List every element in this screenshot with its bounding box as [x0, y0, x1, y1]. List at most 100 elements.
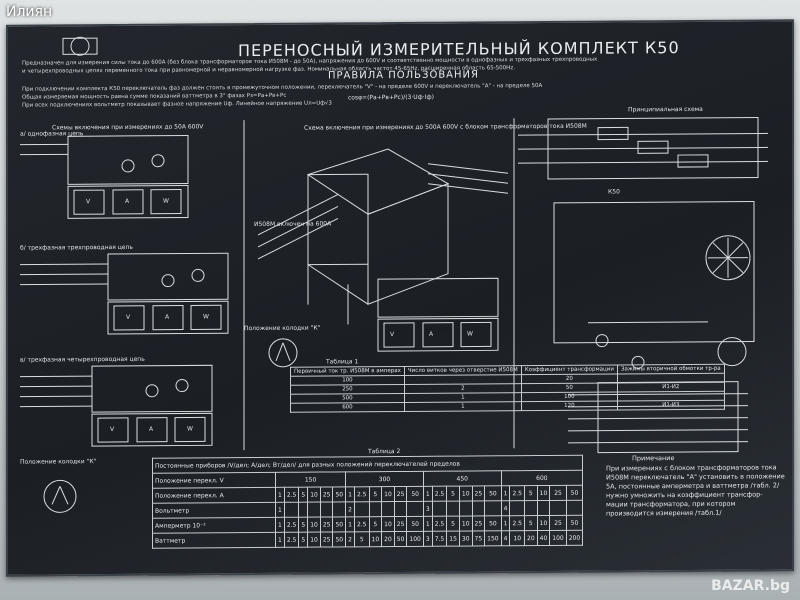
t2-cell: 25 — [472, 485, 485, 501]
t1-cell: 120 — [521, 400, 618, 411]
t2-cell: 50 — [394, 531, 407, 547]
meter-a-c: A — [149, 425, 154, 433]
t2-cell: 10 — [381, 486, 395, 502]
t2-cell: 50 — [566, 515, 583, 531]
t2-cell: 100 — [549, 530, 567, 546]
t2-cell: 2.5 — [432, 486, 447, 502]
t1-cell: И1-И3 — [617, 400, 725, 410]
meter-w-a: W — [163, 197, 169, 205]
t2-v-position: 600 — [501, 470, 583, 486]
table-1: Первичный ток тр. И508М в амперах Число … — [290, 364, 725, 413]
t2-cell — [320, 501, 333, 518]
t2-row-label: Амперметр 10⁻² — [152, 517, 276, 534]
t2-cell: 5 — [524, 485, 538, 501]
principal-heading: Принципиальная схема — [628, 105, 703, 114]
t2-cell: 2.5 — [432, 516, 447, 532]
t2-cell — [298, 502, 308, 518]
meter-a-center: A — [429, 330, 434, 338]
t2-row-label: Ваттметр — [152, 532, 276, 549]
t2-cell: 4 — [501, 500, 510, 516]
instruction-plate: ПЕРЕНОСНЫЙ ИЗМЕРИТЕЛЬНЫЙ КОМПЛЕКТ К50 Пр… — [6, 19, 794, 577]
t2-v-position: 150 — [275, 471, 346, 488]
t2-cell: 3 — [423, 531, 433, 547]
t2-cell: 5 — [524, 515, 538, 531]
t2-cell: 4 — [501, 530, 510, 546]
t2-cell: 25 — [320, 486, 333, 503]
t1-cell: 1 — [404, 401, 522, 412]
t2-cell: 15 — [446, 531, 460, 547]
t2-cell — [381, 501, 395, 517]
t2-cell — [524, 500, 538, 516]
t2-cell: 25 — [394, 516, 407, 532]
t2-cell: 2 — [345, 531, 355, 547]
t2-cell: 20 — [524, 530, 538, 546]
t2-cell: 25 — [320, 531, 333, 548]
t2-cell — [394, 501, 407, 517]
scheme-b-label: б/ трехфазная трехпроводная цепь — [20, 243, 133, 252]
t2-cell — [446, 501, 460, 517]
t2-cell — [307, 502, 321, 518]
t2-cell: 2.5 — [509, 485, 525, 501]
t2-cell: 2.5 — [284, 532, 299, 548]
meter-w-b: W — [203, 313, 209, 321]
t2-cell: 10 — [307, 517, 321, 533]
t2-row-label: Положение перекл. V — [152, 472, 276, 489]
t2-cell: 5 — [298, 517, 308, 533]
t2-cell — [472, 500, 485, 516]
i508-label: И508М включен на 600А — [254, 220, 332, 229]
t2-cell: 40 — [537, 530, 550, 546]
t2-cell: 2.5 — [284, 487, 299, 503]
t2-cell: 50 — [332, 531, 346, 547]
note-line: мации трансформатора, при котором — [606, 499, 736, 509]
t2-cell: 1 — [275, 532, 285, 548]
t2-cell: 1 — [345, 486, 355, 502]
t2-cell: 5 — [298, 532, 308, 548]
t2-cell: 1 — [345, 516, 355, 532]
t2-cell: 2 — [345, 501, 355, 517]
t2-cell — [566, 500, 583, 516]
t2-cell: 10 — [369, 531, 382, 547]
t2-row-label: Вольтметр — [152, 502, 276, 519]
t2-cell: 100 — [406, 531, 424, 547]
t2-cell — [537, 500, 550, 516]
t2-cell — [354, 501, 369, 517]
schematic-drawing — [20, 36, 768, 513]
note-title: Примечание — [632, 454, 675, 463]
t2-cell — [509, 500, 525, 516]
cos-phi-formula: cosφ=(Pа+Pв+Pс)/(3·Uф·Iф) — [348, 93, 434, 102]
t2-cell: 1 — [275, 487, 285, 503]
table-2: Постоянные приборов /V/дел; A/дел; Вт/де… — [152, 455, 583, 549]
t2-cell: 1 — [501, 515, 510, 531]
meter-v-c: V — [110, 425, 115, 434]
t2-cell — [332, 501, 346, 517]
t2-cell: 7.5 — [432, 531, 447, 547]
scheme-c-label: в/ трехфазная четырехпроводная цепь — [20, 355, 145, 364]
t2-cell: 25 — [549, 485, 567, 501]
t2-cell: 50 — [484, 515, 502, 531]
t2-cell: 50 — [406, 516, 424, 532]
t2-cell: 50 — [332, 516, 346, 532]
t2-v-position: 450 — [423, 470, 502, 487]
table1-title: Таблица 1 — [326, 358, 359, 366]
meter-a-a: A — [125, 197, 130, 205]
meter-w-c: W — [187, 425, 193, 433]
note-line: 5А, постоянные амперметра и ваттметра /т… — [606, 481, 780, 491]
t2-cell: 10 — [537, 485, 550, 501]
t2-cell: 30 — [459, 530, 473, 547]
t2-cell: 50 — [484, 485, 502, 501]
scheme-a-label: а/ однофазная цепь — [20, 130, 84, 138]
user-name-overlay: Илиян — [6, 4, 53, 20]
t2-cell: 5 — [298, 487, 308, 503]
t2-cell: 1 — [423, 516, 433, 532]
t2-v-position: 300 — [345, 471, 424, 487]
note-line: И508М переключатель "А" установить в пол… — [606, 472, 785, 482]
t2-cell: 10 — [307, 532, 321, 548]
t2-cell — [459, 500, 473, 517]
t2-cell — [284, 502, 299, 518]
meter-v-a: V — [86, 198, 91, 206]
t2-cell: 5 — [369, 516, 382, 532]
t2-cell: 2.5 — [354, 516, 369, 532]
t2-cell: 5 — [354, 531, 369, 547]
meter-w-center: W — [467, 330, 473, 338]
